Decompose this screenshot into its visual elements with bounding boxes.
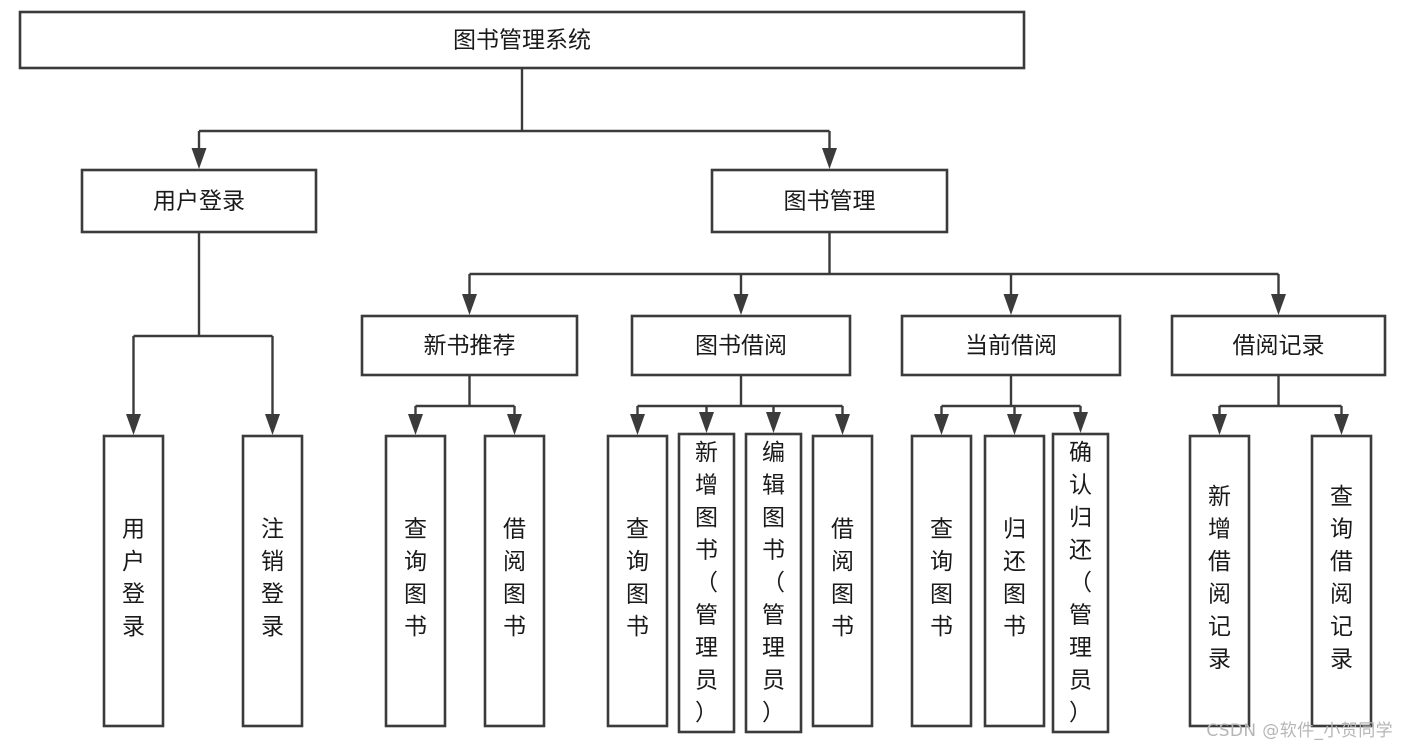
- node-label-br-add-record: 新增借阅记录: [1208, 484, 1231, 673]
- arrow-head-icon: [1334, 414, 1349, 435]
- arrow-head-icon: [699, 412, 714, 433]
- node-leaf-user-login[interactable]: 用户登录: [102, 434, 165, 728]
- node-br-add-record[interactable]: 新增借阅记录: [1188, 434, 1251, 728]
- node-box-cb-confirm-return[interactable]: [1051, 432, 1110, 734]
- arrow-head-icon: [1073, 412, 1088, 433]
- node-label-book-borrow: 图书借阅: [695, 333, 787, 359]
- node-box-cb-return-book[interactable]: [983, 434, 1046, 728]
- node-label-leaf-user-login: 用户登录: [122, 516, 145, 640]
- arrow-head-icon: [1212, 414, 1227, 435]
- node-box-cb-query-book[interactable]: [910, 434, 973, 728]
- arrow-head-icon: [126, 414, 141, 435]
- node-cb-return-book[interactable]: 归还图书: [983, 434, 1046, 728]
- node-label-book-manage: 图书管理: [784, 189, 876, 215]
- node-label-nbr-borrow-book: 借阅图书: [503, 516, 526, 640]
- node-box-bb-query-book[interactable]: [606, 434, 669, 728]
- node-label-br-query-record: 查询借阅记录: [1330, 484, 1353, 673]
- node-bb-query-book[interactable]: 查询图书: [606, 434, 669, 728]
- node-box-current-borrow[interactable]: [900, 314, 1122, 377]
- node-box-bb-borrow-book[interactable]: [811, 434, 874, 728]
- arrow-head-icon: [462, 294, 477, 315]
- node-current-borrow[interactable]: 当前借阅: [900, 314, 1122, 377]
- node-label-current-borrow: 当前借阅: [965, 333, 1057, 359]
- node-bb-add-book[interactable]: 新增图书（管理员）: [677, 432, 736, 734]
- arrow-head-icon: [265, 414, 280, 435]
- node-box-new-book-rec[interactable]: [360, 314, 579, 377]
- node-box-root[interactable]: [18, 10, 1026, 70]
- node-layer: 图书管理系统用户登录图书管理新书推荐图书借阅当前借阅借阅记录用户登录注销登录查询…: [18, 10, 1387, 734]
- node-label-bb-query-book: 查询图书: [626, 516, 649, 640]
- node-bb-borrow-book[interactable]: 借阅图书: [811, 434, 874, 728]
- node-label-nbr-query-book: 查询图书: [404, 516, 427, 640]
- watermark-text: CSDN @软件_小贺同学: [1206, 721, 1393, 741]
- node-label-cb-return-book: 归还图书: [1003, 516, 1026, 640]
- node-label-bb-edit-book: 编辑图书（管理员）: [762, 440, 785, 726]
- node-box-book-borrow[interactable]: [630, 314, 852, 377]
- node-box-borrow-record[interactable]: [1170, 314, 1387, 377]
- node-box-br-add-record[interactable]: [1188, 434, 1251, 728]
- arrow-head-icon: [1007, 414, 1022, 435]
- node-root[interactable]: 图书管理系统: [18, 10, 1026, 70]
- arrow-head-icon: [507, 414, 522, 435]
- node-new-book-rec[interactable]: 新书推荐: [360, 314, 579, 377]
- node-box-bb-edit-book[interactable]: [744, 432, 803, 734]
- arrow-head-icon: [822, 148, 837, 169]
- arrow-head-icon: [191, 148, 207, 169]
- node-label-leaf-user-logout: 注销登录: [261, 516, 284, 640]
- connector-layer: [126, 68, 1349, 435]
- node-nbr-query-book[interactable]: 查询图书: [384, 434, 447, 728]
- node-box-leaf-user-login[interactable]: [102, 434, 165, 728]
- node-cb-query-book[interactable]: 查询图书: [910, 434, 973, 728]
- arrow-head-icon: [1003, 294, 1019, 315]
- node-user-login[interactable]: 用户登录: [80, 168, 318, 234]
- node-label-cb-query-book: 查询图书: [930, 516, 953, 640]
- node-box-nbr-borrow-book[interactable]: [483, 434, 546, 728]
- arrow-head-icon: [1271, 294, 1286, 315]
- node-nbr-borrow-book[interactable]: 借阅图书: [483, 434, 546, 728]
- arrow-head-icon: [835, 414, 850, 435]
- node-cb-confirm-return[interactable]: 确认归还（管理员）: [1051, 432, 1110, 734]
- node-borrow-record[interactable]: 借阅记录: [1170, 314, 1387, 377]
- node-label-bb-add-book: 新增图书（管理员）: [695, 440, 718, 726]
- arrow-head-icon: [766, 412, 781, 433]
- node-box-leaf-user-logout[interactable]: [241, 434, 304, 728]
- node-box-bb-add-book[interactable]: [677, 432, 736, 734]
- node-box-book-manage[interactable]: [710, 168, 949, 234]
- node-br-query-record[interactable]: 查询借阅记录: [1310, 434, 1373, 728]
- node-box-br-query-record[interactable]: [1310, 434, 1373, 728]
- node-book-borrow[interactable]: 图书借阅: [630, 314, 852, 377]
- node-box-user-login[interactable]: [80, 168, 318, 234]
- arrow-head-icon: [408, 414, 423, 435]
- arrow-head-icon: [630, 414, 645, 435]
- node-label-cb-confirm-return: 确认归还（管理员）: [1069, 440, 1092, 726]
- node-book-manage[interactable]: 图书管理: [710, 168, 949, 234]
- node-label-root: 图书管理系统: [453, 28, 591, 54]
- node-box-nbr-query-book[interactable]: [384, 434, 447, 728]
- node-label-borrow-record: 借阅记录: [1233, 333, 1325, 359]
- node-label-new-book-rec: 新书推荐: [424, 333, 516, 359]
- node-bb-edit-book[interactable]: 编辑图书（管理员）: [744, 432, 803, 734]
- node-label-bb-borrow-book: 借阅图书: [831, 516, 854, 640]
- arrow-head-icon: [934, 414, 949, 435]
- node-label-user-login: 用户登录: [153, 189, 245, 215]
- arrow-head-icon: [733, 294, 749, 315]
- node-leaf-user-logout[interactable]: 注销登录: [241, 434, 304, 728]
